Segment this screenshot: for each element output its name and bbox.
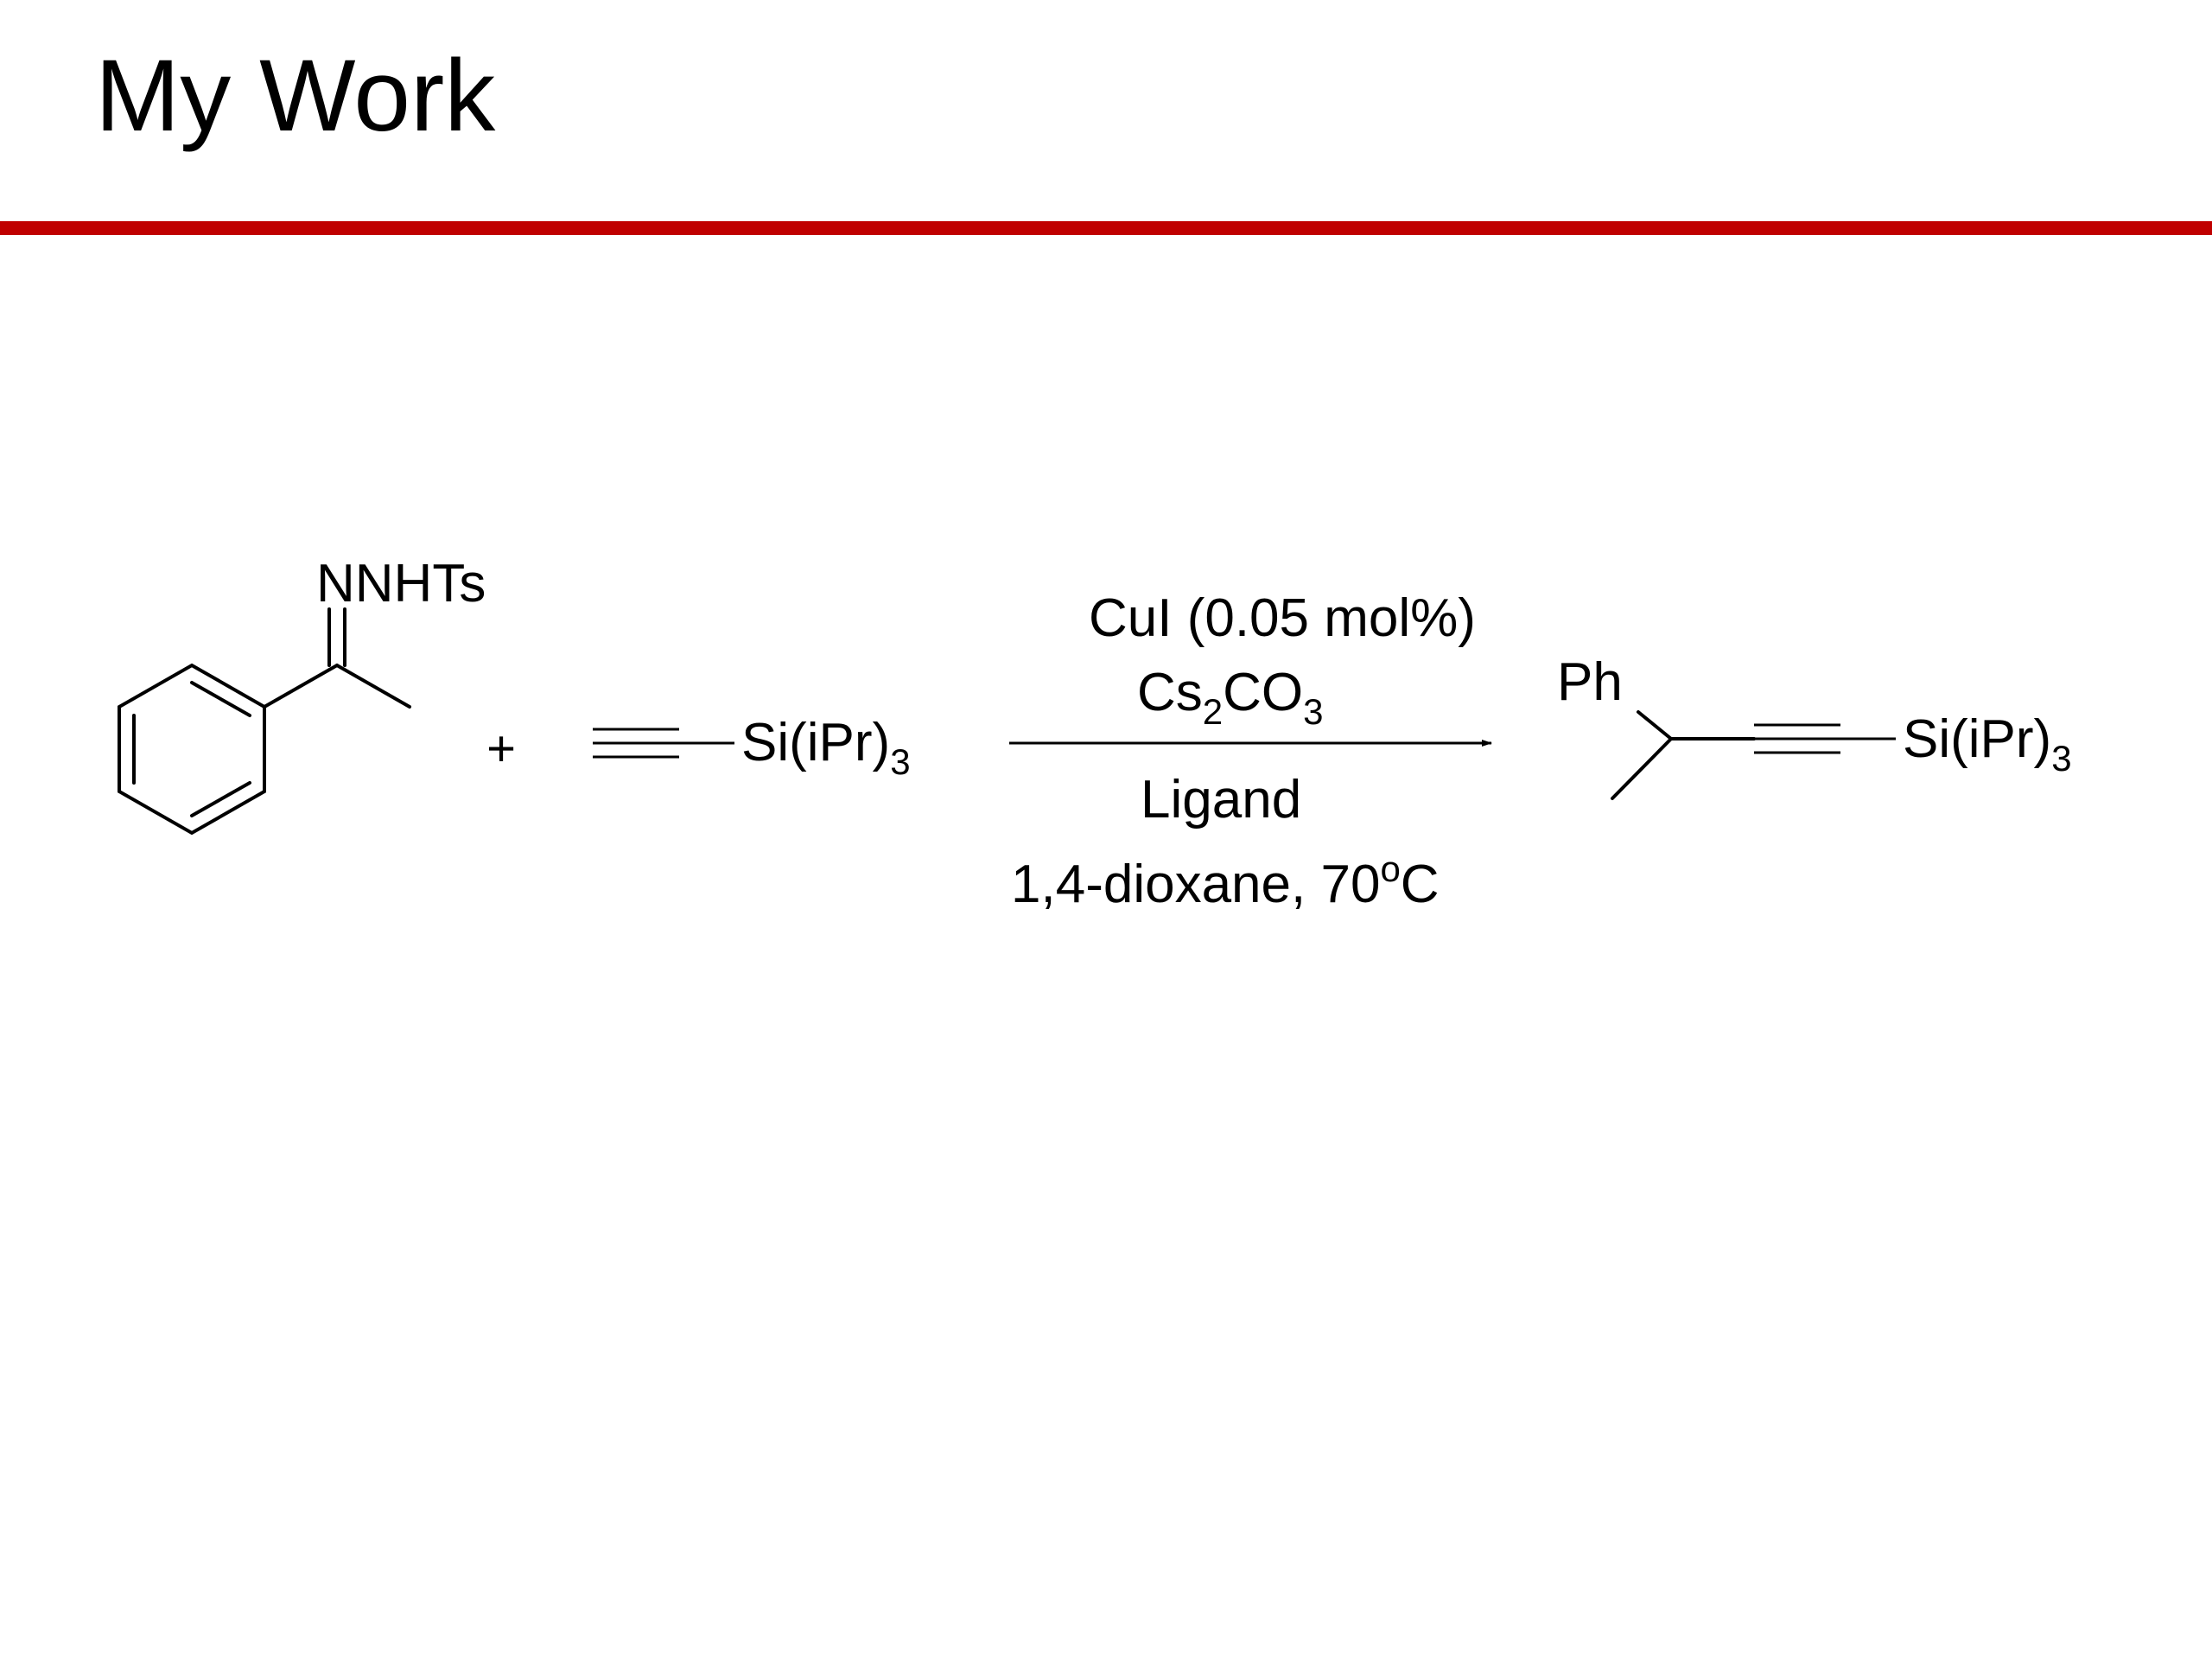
- title-divider: [0, 221, 2212, 235]
- catalyst-label: CuI (0.05 mol%): [1089, 588, 1476, 648]
- plus-sign: +: [486, 721, 516, 777]
- aryl-c-bond: [263, 664, 339, 709]
- base-label: Cs2CO3: [1137, 663, 1324, 732]
- solvent-label: 1,4-dioxane, 70oC: [1011, 849, 1440, 914]
- ring-double-bond: [190, 781, 251, 817]
- reactant-alkyne: [593, 728, 734, 759]
- ligand-label: Ligand: [1141, 770, 1301, 830]
- product-phenyl-label: Ph: [1557, 652, 1623, 712]
- product-skeleton: [1611, 710, 1756, 800]
- alkyne-silyl-label: Si(iPr)3: [741, 713, 911, 782]
- slide-title: My Work: [95, 39, 496, 153]
- product-triple-bond: [1754, 723, 1896, 754]
- product-silyl-label: Si(iPr)3: [1903, 709, 2072, 779]
- ch-methyl-bond: [1611, 737, 1673, 800]
- ring-double-bond: [190, 681, 251, 717]
- hydrazone-label: NNHTs: [316, 554, 486, 613]
- ph-ch-bond: [1637, 710, 1673, 741]
- reactant-hydrazone: [118, 607, 411, 836]
- benzene-ring: [118, 663, 266, 836]
- methyl-bond: [335, 664, 411, 709]
